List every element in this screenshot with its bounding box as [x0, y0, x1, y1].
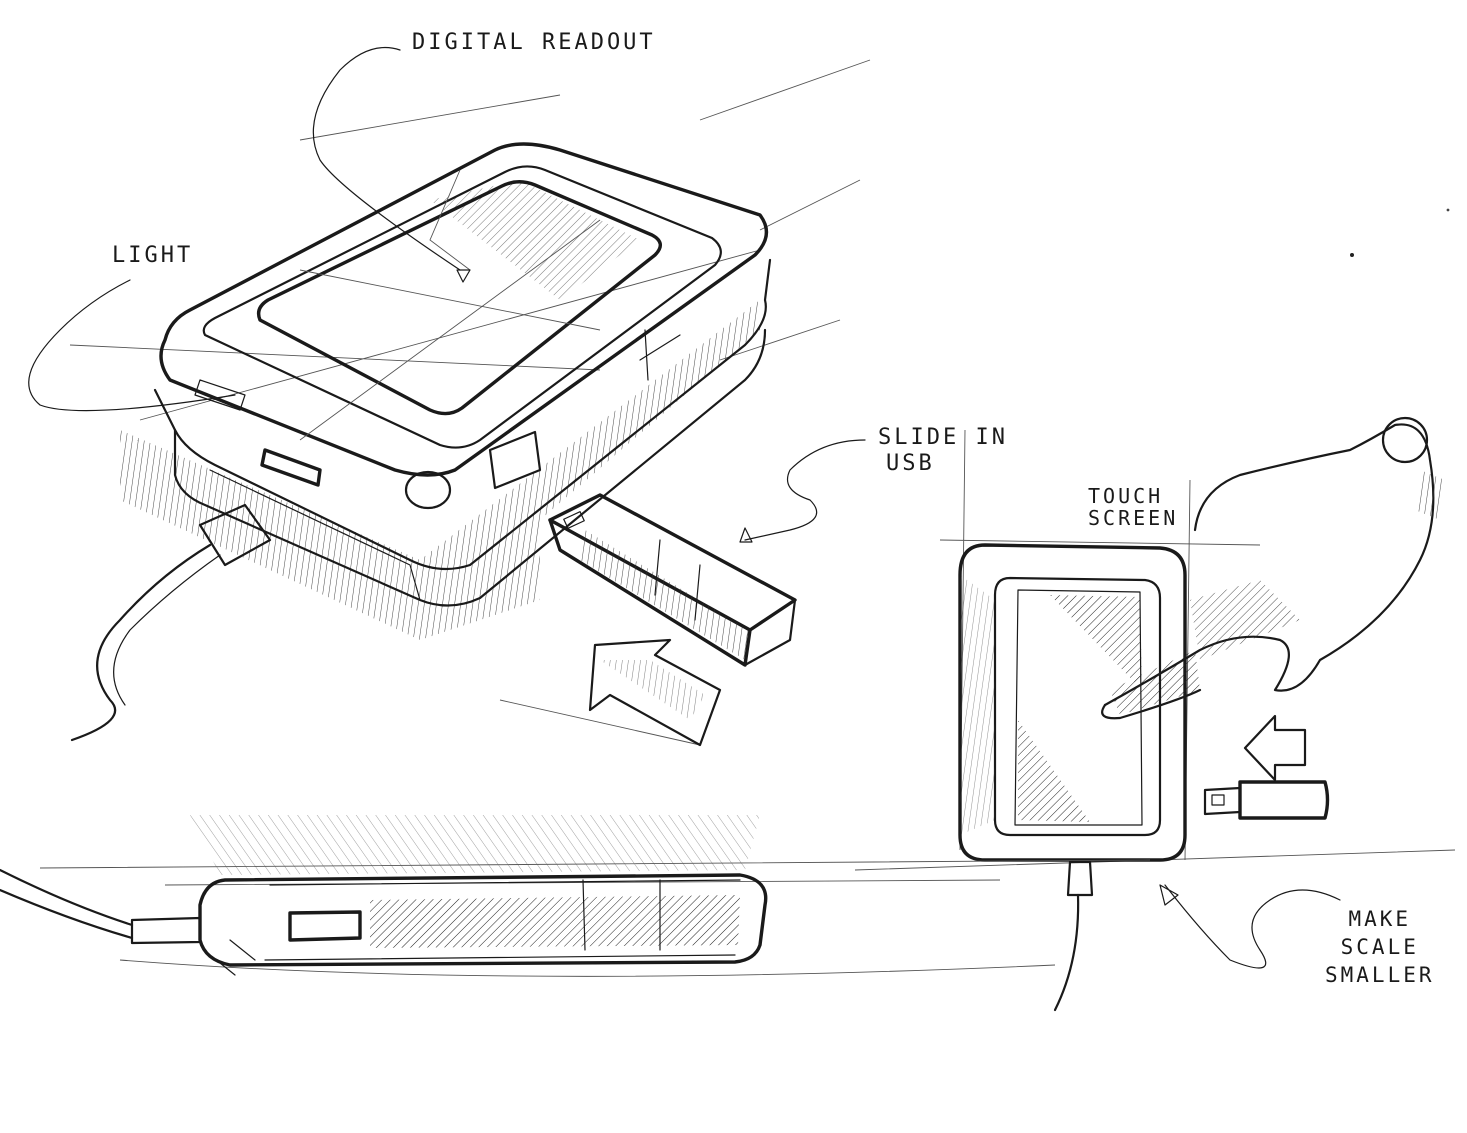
make-scale-smaller-line1: MAKE	[1348, 907, 1412, 931]
slide-in-usb-line1: SLIDE IN	[878, 425, 1008, 450]
leader-lines	[28, 46, 1341, 969]
light-label: LIGHT	[112, 243, 194, 268]
touch-screen-line1: TOUCH	[1088, 484, 1164, 508]
make-scale-smaller-line3: SMALLER	[1325, 963, 1435, 987]
slide-arrow-icon	[588, 638, 722, 747]
digital-readout-label: DIGITAL READOUT	[412, 30, 656, 55]
usb-stick-front	[1203, 780, 1330, 820]
touch-screen-label: TOUCH SCREEN	[1088, 485, 1178, 529]
slide-in-usb-label: SLIDE IN USB	[878, 425, 1008, 477]
usb-stick-isometric	[548, 493, 797, 667]
slide-in-usb-line2: USB	[886, 451, 935, 476]
side-device-view	[0, 815, 1151, 977]
make-scale-smaller-line2: SCALE	[1340, 935, 1419, 959]
light-indicator-icon	[404, 470, 452, 510]
insert-arrow-icon	[1243, 714, 1307, 782]
finger-touch-icon	[1101, 416, 1445, 720]
make-scale-smaller-label: MAKE SCALE SMALLER	[1325, 905, 1435, 989]
port-icon	[260, 448, 322, 487]
touch-screen-line2: SCREEN	[1088, 506, 1179, 530]
front-device-view	[854, 416, 1456, 1012]
isometric-device-view	[69, 59, 871, 747]
cable-plug-icon	[198, 503, 272, 567]
